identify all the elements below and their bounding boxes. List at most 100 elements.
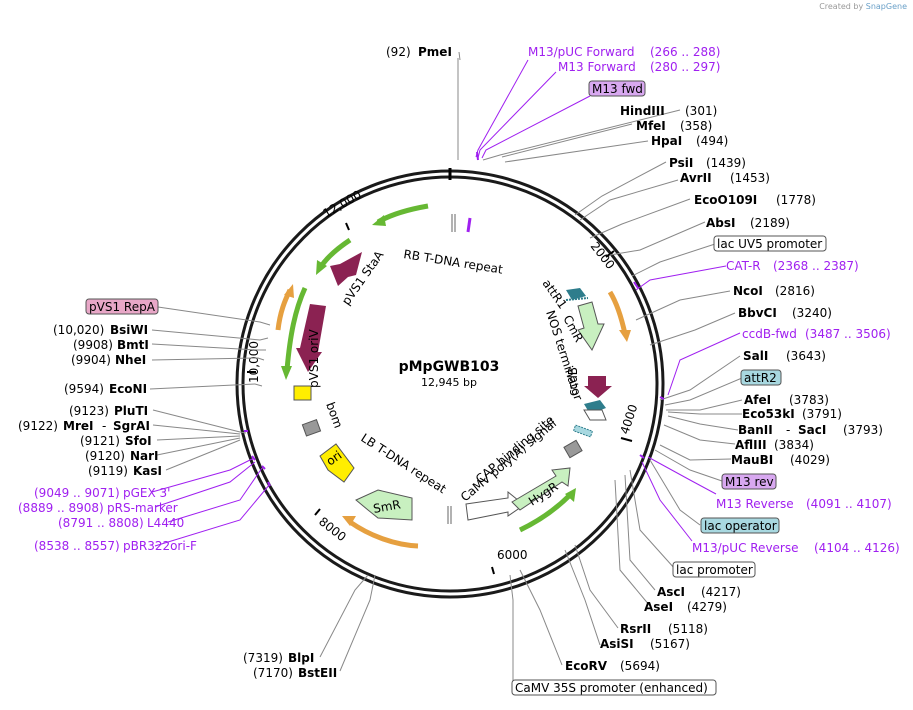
nari-name: NarI (130, 449, 159, 463)
ccdb-label: ccdB (566, 367, 580, 396)
banii-sep: - (786, 423, 790, 437)
snapgene-logo: SnapGene (865, 2, 907, 11)
lacuv5-box (713, 235, 827, 252)
ori-arrow (319, 443, 355, 483)
nhei-name: NheI (115, 353, 146, 367)
banii-name: BanII (738, 423, 773, 437)
m13puc-fwd-range: (266 .. 288) (650, 45, 720, 59)
nhei-pos: (9904) (71, 353, 111, 367)
plasmid-size: 12,945 bp (421, 376, 477, 389)
asisi-pos: (5167) (650, 637, 690, 651)
lac-hatch (572, 424, 594, 438)
m13fwd-box-label: M13 fwd (592, 82, 643, 96)
green-arrow-left-2 (284, 286, 308, 371)
absi-pos: (2189) (750, 216, 790, 230)
m13puc-rev-name: M13/pUC Reverse (692, 541, 799, 555)
smr-label: SmR (372, 497, 402, 516)
asei-pos: (4279) (687, 600, 727, 614)
leader-lines (149, 51, 743, 688)
asci-pos: (4217) (701, 585, 741, 599)
ecorv-name: EcoRV (565, 659, 608, 673)
green-arrow-top-head (372, 215, 386, 226)
camv35s-box-label: CaMV 35S promoter (enhanced) (515, 681, 708, 695)
lacprom-box (672, 561, 756, 578)
m13puc-fwd-name: M13/pUC Forward (528, 45, 635, 59)
psii-pos: (1439) (706, 156, 746, 170)
eco0109i-name: EcoO109I (694, 193, 757, 207)
asisi-name: AsiSI (600, 637, 634, 651)
psii-name: PsiI (669, 156, 693, 170)
orange-arrow-bottom-head (342, 516, 356, 526)
prs-marker-range: (8889 .. 8908) (18, 501, 104, 515)
m13fwd-box (588, 80, 646, 97)
ncoi-name: NcoI (733, 284, 763, 298)
bom-box (301, 418, 322, 437)
sfoi-name: SfoI (125, 434, 152, 448)
kasi-pos: (9119) (88, 464, 128, 478)
maubi-name: MauBI (731, 453, 773, 467)
m13-fwd-range: (280 .. 297) (650, 60, 720, 74)
camv-polya-arrow (465, 490, 525, 521)
sali-name: SalI (743, 349, 768, 363)
lacop-box (700, 517, 780, 534)
staa-arrow (330, 252, 362, 286)
afei-name: AfeI (744, 393, 771, 407)
bmti-name: BmtI (117, 338, 149, 352)
attr1-label: attR1 (540, 277, 570, 312)
oriv-arrow (296, 304, 326, 372)
attr2-box-label: attR2 (744, 371, 777, 385)
tick-label-6000: 6000 (497, 548, 528, 562)
orange-arrow-right-head (619, 330, 631, 342)
pgex3-range: (9049 .. 9071) (34, 486, 120, 500)
lacuv5-box-label: lac UV5 promoter (717, 237, 822, 251)
bsiwi-pos: (10,020) (53, 323, 104, 337)
rb-label: RB T-DNA repeat (403, 247, 505, 277)
avrii-pos: (1453) (730, 171, 770, 185)
lacop-box-label: lac operator (704, 519, 777, 533)
econi-name: EcoNI (109, 382, 147, 396)
bmti-pos: (9908) (73, 338, 113, 352)
sali-pos: (3643) (786, 349, 826, 363)
rb-primer-mark (466, 217, 472, 233)
tick-label-12000: 12,000 (321, 187, 364, 220)
cat-r-range: (2368 .. 2387) (773, 259, 859, 273)
afliii-pos: (3834) (774, 438, 814, 452)
pbr322ori-range: (8538 .. 8557) (34, 539, 120, 553)
scale-ticks (247, 222, 633, 575)
rsrii-pos: (5118) (668, 622, 708, 636)
mrei-name: MreI (63, 419, 93, 433)
ccdb-fwd-range: (3487 .. 3506) (805, 327, 891, 341)
bbvci-name: BbvCI (738, 306, 777, 320)
banii-pos: (3793) (843, 423, 883, 437)
cat-r-name: CAT-R (726, 259, 761, 273)
eco0109i-pos: (1778) (776, 193, 816, 207)
hygr-arrow (511, 467, 571, 511)
afei-pos: (3783) (789, 393, 829, 407)
m13rev-box (721, 473, 777, 490)
orange-arrow-left-head (284, 284, 294, 298)
maubi-pos: (4029) (790, 453, 830, 467)
bsteii-pos: (7170) (253, 666, 293, 680)
bsteii-name: BstEII (298, 666, 337, 680)
pgex3-name: pGEX 3' (123, 486, 170, 500)
rsrii-name: RsrII (620, 622, 651, 636)
camv35s-box (511, 679, 717, 696)
attr1-hatch (565, 297, 589, 301)
ccdb-arrow (584, 376, 612, 398)
sfoi-pos: (9121) (80, 434, 120, 448)
l4440-range: (8791 .. 8808) (58, 516, 144, 530)
pluti-pos: (9123) (69, 404, 109, 418)
m13puc-rev-range: (4104 .. 4126) (814, 541, 900, 555)
m13-rev-name: M13 Reverse (716, 497, 794, 511)
m13-fwd-name: M13 Forward (558, 60, 636, 74)
green-arrow-bottom (518, 493, 572, 533)
blpi-pos: (7319) (243, 651, 283, 665)
tick-label-10000: 10,000 (247, 341, 261, 383)
pvs1repa-box-label: pVS1 RepA (89, 300, 156, 314)
pluti-name: PluTI (114, 404, 148, 418)
ncoi-pos: (2816) (775, 284, 815, 298)
m13-rev-range: (4091 .. 4107) (806, 497, 892, 511)
econi-pos: (9594) (64, 382, 104, 396)
cmr-arrow (577, 301, 605, 351)
